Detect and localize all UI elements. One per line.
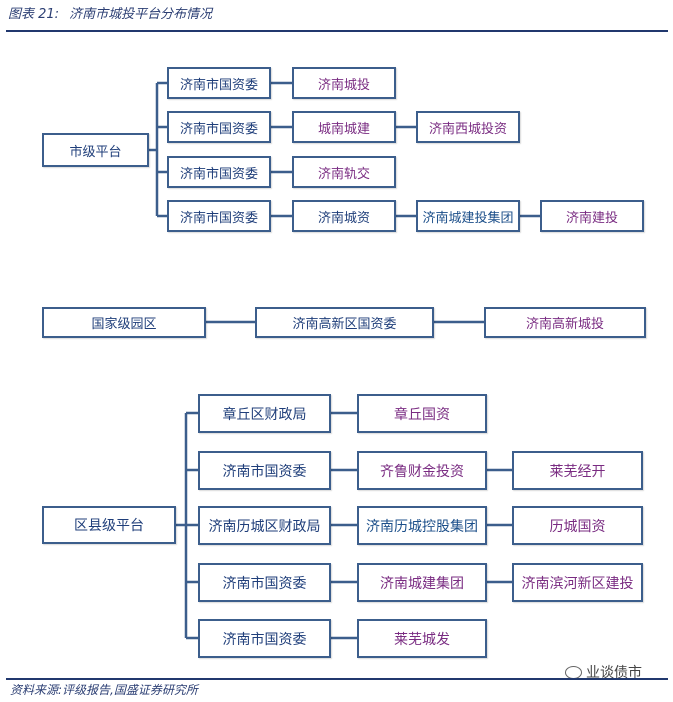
county-row1-platform: 章丘国资 (357, 394, 487, 433)
city-row3-owner: 济南市国资委 (167, 156, 271, 188)
city-row2-owner: 济南市国资委 (167, 111, 271, 143)
county-row2-platform: 齐鲁财金投资 (357, 451, 487, 490)
county-row5-owner: 济南市国资委 (198, 619, 331, 658)
city-row4-group: 济南城建投集团 (416, 200, 520, 232)
county-platform-root: 区县级平台 (42, 506, 176, 544)
watermark-text: 业谈债市 (586, 665, 642, 681)
city-row2-subsidiary: 济南西城投资 (416, 111, 520, 143)
county-row4-owner: 济南市国资委 (198, 563, 331, 602)
park-owner: 济南高新区国资委 (255, 307, 434, 338)
wechat-icon (565, 665, 582, 679)
county-row2-subsidiary: 莱芜经开 (512, 451, 643, 490)
county-row3-owner: 济南历城区财政局 (198, 506, 331, 545)
city-row1-platform: 济南城投 (292, 67, 396, 99)
park-root: 国家级园区 (42, 307, 206, 338)
city-row4-owner: 济南市国资委 (167, 200, 271, 232)
figure-number: 图表 21: (8, 7, 60, 22)
figure-caption: 济南市城投平台分布情况 (69, 7, 213, 22)
city-row2-platform: 城南城建 (292, 111, 396, 143)
top-rule (6, 30, 668, 32)
park-platform: 济南高新城投 (484, 307, 646, 338)
city-platform-root: 市级平台 (42, 133, 149, 167)
county-row4-subsidiary: 济南滨河新区建投 (512, 563, 643, 602)
county-row3-platform: 济南历城控股集团 (357, 506, 487, 545)
county-row2-owner: 济南市国资委 (198, 451, 331, 490)
city-row3-platform: 济南轨交 (292, 156, 396, 188)
county-row3-subsidiary: 历城国资 (512, 506, 643, 545)
county-row4-platform: 济南城建集团 (357, 563, 487, 602)
city-row4-subsidiary: 济南建投 (540, 200, 644, 232)
city-row1-owner: 济南市国资委 (167, 67, 271, 99)
county-row1-owner: 章丘区财政局 (198, 394, 331, 433)
city-row4-platform: 济南城资 (292, 200, 396, 232)
source-note: 资料来源:评级报告,国盛证券研究所 (10, 683, 198, 697)
bottom-rule (6, 678, 668, 680)
county-row5-platform: 莱芜城发 (357, 619, 487, 658)
figure-title: 图表 21: 济南市城投平台分布情况 (8, 4, 212, 26)
